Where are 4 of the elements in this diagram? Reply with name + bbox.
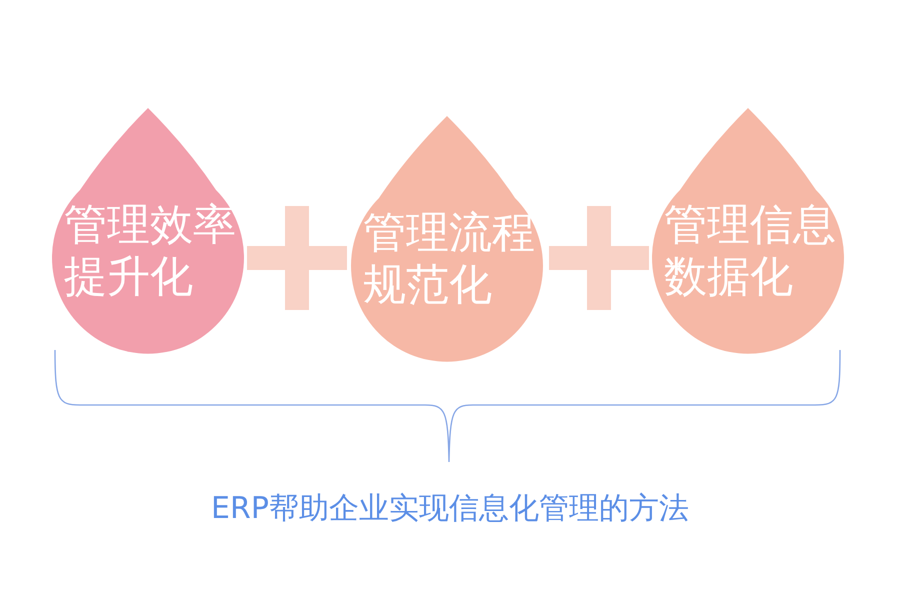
drop-label: 管理效率提升化 — [64, 200, 237, 304]
drop-label: 管理流程规范化 — [363, 208, 536, 312]
caption: ERP帮助企业实现信息化管理的方法 — [210, 490, 690, 528]
drop-label: 管理信息数据化 — [664, 200, 837, 304]
